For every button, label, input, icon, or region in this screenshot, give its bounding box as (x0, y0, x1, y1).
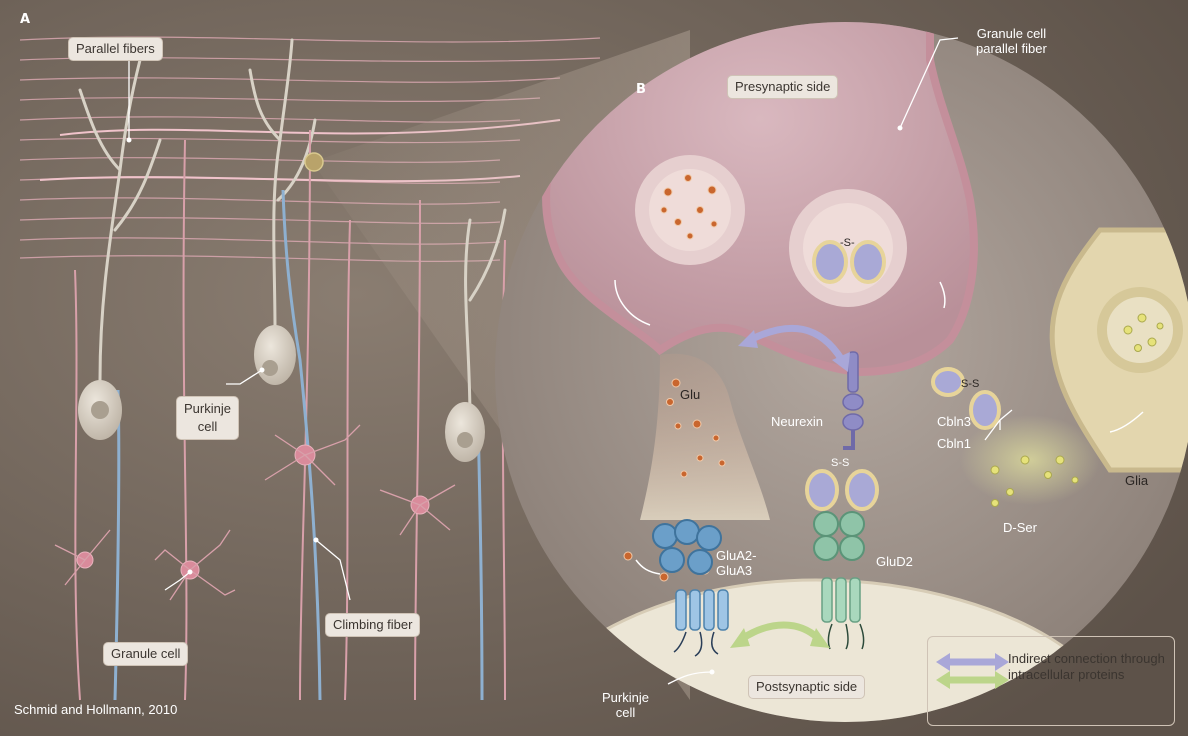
purkinje-a-line1: Purkinje (184, 401, 231, 416)
label-glud2: GluD2 (876, 554, 913, 569)
label-disulfide-top: -S- (840, 236, 855, 251)
panel-label-b: B (636, 82, 646, 97)
label-cbln1: Cbln1 (937, 436, 971, 451)
purkinje-b-line1: Purkinje (602, 690, 649, 705)
source-credit: Schmid and Hollmann, 2010 (14, 702, 177, 717)
label-cbln3: Cbln3 (937, 414, 971, 429)
legend-text: Indirect connection through intracellula… (1008, 651, 1168, 683)
gcpf-line2: parallel fiber (976, 41, 1047, 56)
label-glua2-glua3: GluA2- GluA3 (716, 548, 756, 578)
label-glia: Glia (1125, 473, 1148, 488)
legend-box: Indirect connection through intracellula… (927, 636, 1175, 726)
label-purkinje-cell-b: Purkinje cell (602, 690, 649, 720)
label-d-ser: D-Ser (1003, 520, 1037, 535)
glia-vesicle (1102, 292, 1178, 368)
label-granule-cell: Granule cell (103, 642, 188, 666)
label-disulfide-mid: S-S (831, 456, 849, 471)
label-neurexin: Neurexin (771, 414, 823, 429)
label-disulfide-right: S-S (961, 377, 979, 392)
purkinje-b-line2: cell (616, 705, 636, 720)
label-granule-cell-parallel-fiber: Granule cell parallel fiber (976, 26, 1047, 56)
label-purkinje-cell-a: Purkinje cell (176, 396, 239, 440)
label-climbing-fiber: Climbing fiber (325, 613, 420, 637)
label-presynaptic-side: Presynaptic side (727, 75, 838, 99)
panel-label-a: A (20, 12, 30, 27)
glua-line2: GluA3 (716, 563, 752, 578)
label-parallel-fibers: Parallel fibers (68, 37, 163, 61)
label-glu: Glu (680, 387, 700, 402)
gcpf-line1: Granule cell (977, 26, 1046, 41)
purkinje-a-line2: cell (198, 419, 218, 434)
glua-line1: GluA2- (716, 548, 756, 563)
zoom-origin-marker (305, 153, 323, 171)
label-postsynaptic-side: Postsynaptic side (748, 675, 865, 699)
